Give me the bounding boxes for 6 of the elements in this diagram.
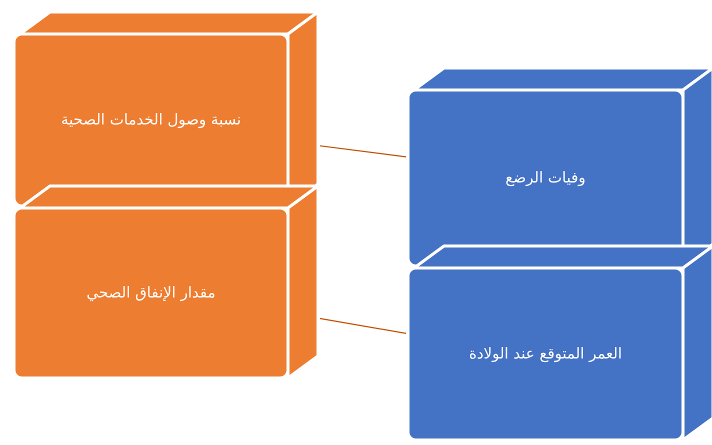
block-label: وفيات الرضع [504, 168, 587, 188]
connector-line [320, 318, 406, 334]
connector-line [320, 145, 406, 158]
block-label: نسبة وصول الخدمات الصحية [60, 110, 242, 130]
block-label: مقدار الإنفاق الصحي [85, 282, 217, 304]
block-label: العمر المتوقع عند الولادة [468, 344, 623, 364]
